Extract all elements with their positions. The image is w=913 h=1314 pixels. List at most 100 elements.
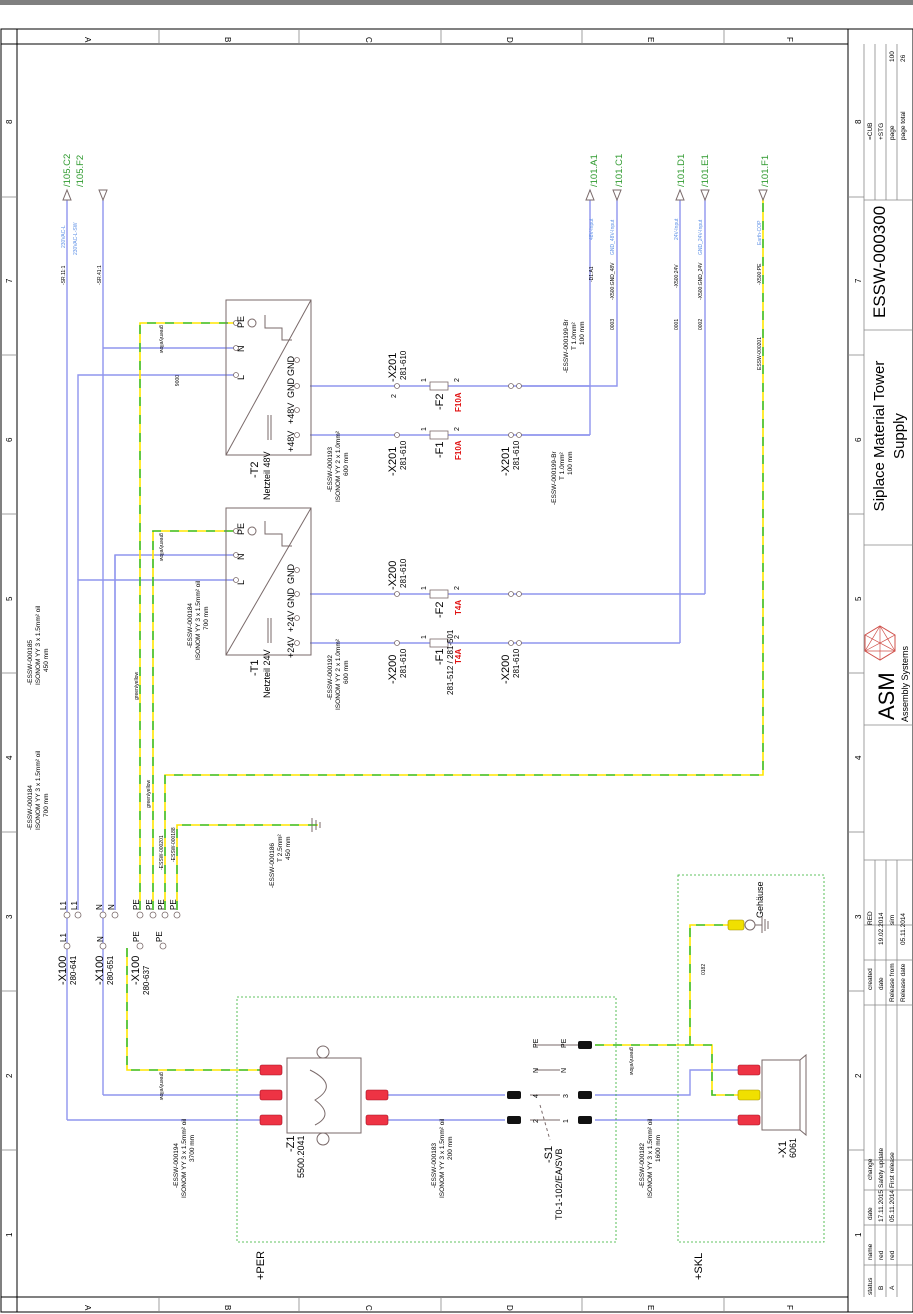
wire-0001: 0001 bbox=[674, 319, 680, 330]
title-line-1: Siplace Material Tower bbox=[871, 361, 888, 512]
func-label: =CUB bbox=[867, 122, 874, 140]
cable-label-192: -ESSW-000192 ISONOM YY 2 x 1.0mm² 600 mm bbox=[327, 638, 350, 710]
rev-header-status: status bbox=[867, 1277, 874, 1295]
rev-b-date: 17.11.2015 bbox=[878, 1190, 885, 1222]
x100-pe-name: -X100 bbox=[130, 956, 142, 985]
wire-x500-gnd24: -X500:GND_24V bbox=[698, 262, 704, 300]
svg-text:T 1.0mm²: T 1.0mm² bbox=[559, 451, 566, 480]
rev-a-name: red bbox=[889, 1250, 896, 1260]
x200-top-name: -X200 bbox=[387, 561, 399, 590]
earth-ground-icon bbox=[311, 818, 321, 832]
drawing-frame bbox=[0, 28, 913, 1313]
t2-48v-1: +48V bbox=[286, 403, 296, 424]
z1-name: -Z1 bbox=[285, 1136, 297, 1153]
grid-col-5: 5 bbox=[5, 596, 14, 601]
svg-text:450 mm: 450 mm bbox=[43, 649, 50, 672]
wire-essw-000201-f: ESSW-000201 bbox=[757, 337, 763, 370]
x200-mid-name: -X200 bbox=[387, 655, 399, 684]
x100-n-name: -X100 bbox=[94, 956, 106, 985]
loc-label: +STG bbox=[878, 123, 885, 140]
grid-row-b: B bbox=[223, 37, 232, 42]
housing-ground-icon bbox=[727, 917, 769, 933]
svg-text:-ESSW-000194: -ESSW-000194 bbox=[173, 1143, 180, 1188]
f1-pin1-24: 1 bbox=[421, 635, 428, 639]
f1-name-24: -F1 bbox=[434, 649, 446, 666]
gy-label-1: green/yellow bbox=[158, 325, 164, 353]
gy-label-4: green/yellow bbox=[146, 780, 152, 808]
f2-rating-24: T4A bbox=[454, 600, 463, 615]
x200-right-name: -X200 bbox=[500, 655, 512, 684]
svg-text:T 1.0mm²: T 1.0mm² bbox=[571, 321, 578, 350]
cable-label-193: -ESSW-000193 ISONOM YY 2 x 1.0mm² 600 mm bbox=[327, 430, 350, 502]
t1-name: -T1 bbox=[249, 660, 261, 677]
f2-name-24: -F2 bbox=[434, 602, 446, 619]
grid-col-7: 7 bbox=[5, 278, 14, 283]
svg-text:100 mm: 100 mm bbox=[579, 322, 586, 345]
cable-label-183: -ESSW-000183 ISONOM YY 3 x 1.5mm² oil 20… bbox=[431, 1118, 454, 1198]
window-top-bar bbox=[0, 0, 913, 5]
x100-pe-top-d: PE bbox=[169, 899, 178, 910]
f1-pin2-24: 2 bbox=[454, 635, 461, 639]
ref-105-f2: /105.F2 bbox=[75, 155, 86, 187]
x100-pe-pin: PE bbox=[132, 931, 141, 942]
signal-gnd-48v-input: GND_48V-Input bbox=[610, 219, 616, 255]
signal-48v-input: 48V-Input bbox=[589, 218, 595, 240]
wire-sr-11: -SR.11:1 bbox=[61, 265, 67, 285]
s1-n-2: N bbox=[561, 1068, 568, 1073]
location-box-per bbox=[236, 996, 617, 1243]
s1-name: -S1 bbox=[543, 1146, 555, 1163]
grid-row-e-bottom: E bbox=[646, 1305, 655, 1310]
x100-l1-pin: L1 bbox=[59, 933, 68, 942]
svg-text:-ESSW-000193: -ESSW-000193 bbox=[327, 447, 334, 492]
grid-row-a: A bbox=[83, 37, 92, 43]
cable-label-199a: -ESSW-000199-Br T 1.0mm² 100 mm bbox=[563, 318, 586, 373]
x100-l1-top-b: L1 bbox=[70, 901, 79, 910]
t1-24v-2: +24V bbox=[286, 637, 296, 658]
ref-101-d1: /101.D1 bbox=[676, 154, 687, 187]
s1-pe-1: PE bbox=[533, 1038, 540, 1048]
ref-101-a1: /101.A1 bbox=[589, 154, 600, 187]
grid-col-4-right: 4 bbox=[854, 755, 863, 760]
rev-b-change: Safety update bbox=[878, 1148, 885, 1188]
gy-label-5: green/yellow bbox=[158, 1072, 164, 1100]
grid-row-b-bottom: B bbox=[223, 1305, 232, 1310]
svg-text:-ESSW-000192: -ESSW-000192 bbox=[327, 655, 334, 700]
svg-text:600 mm: 600 mm bbox=[343, 661, 350, 684]
t2-48v-2: +48V bbox=[286, 431, 296, 452]
title-block bbox=[863, 44, 913, 1297]
grid-col-2-right: 2 bbox=[854, 1073, 863, 1078]
x100-pe-top-b: PE bbox=[145, 899, 154, 910]
t2-gnd-2: GND bbox=[286, 378, 296, 399]
s1-pin-4: 4 bbox=[533, 1094, 540, 1098]
t1-pe: PE bbox=[236, 523, 246, 535]
grid-col-3-right: 3 bbox=[854, 914, 863, 919]
svg-text:ISONOM YY 3 x 1.5mm² oil: ISONOM YY 3 x 1.5mm² oil bbox=[195, 580, 202, 660]
s1-pin-1: 1 bbox=[563, 1119, 570, 1123]
svg-text:-ESSW-000185: -ESSW-000185 bbox=[27, 640, 34, 685]
grid-col-6-right: 6 bbox=[854, 437, 863, 442]
x100-pe-pin-2: PE bbox=[155, 931, 164, 942]
grid-col-4: 4 bbox=[5, 755, 14, 760]
f1-pin2-48: 2 bbox=[454, 427, 461, 431]
x201-right-name: -X201 bbox=[500, 447, 512, 476]
asm-logo-icon bbox=[864, 625, 896, 661]
wire-0002: 0002 bbox=[698, 319, 704, 330]
x100-n-pin: N bbox=[96, 936, 105, 942]
t2-n: N bbox=[236, 346, 246, 353]
ref-105-c2: /105.C2 bbox=[62, 154, 73, 187]
grid-col-1-right: 1 bbox=[854, 1232, 863, 1237]
rev-header-change: change bbox=[867, 1158, 874, 1180]
wire-0182: 0182 bbox=[701, 964, 707, 975]
t2-pe: PE bbox=[236, 316, 246, 328]
grid-row-e: E bbox=[646, 37, 655, 42]
f2-pin1-48: 1 bbox=[421, 378, 428, 382]
switch-s1 bbox=[507, 1041, 592, 1141]
t1-gnd-1: GND bbox=[286, 564, 296, 585]
f1-pin1-48: 1 bbox=[421, 427, 428, 431]
z1-type: 5500.2041 bbox=[296, 1135, 306, 1178]
ref-101-c1: /101.C1 bbox=[614, 154, 625, 187]
svg-text:-ESSW-000183: -ESSW-000183 bbox=[431, 1143, 438, 1188]
svg-text:-ESSW-000182: -ESSW-000182 bbox=[639, 1143, 646, 1188]
s1-pe-2: PE bbox=[561, 1038, 568, 1048]
